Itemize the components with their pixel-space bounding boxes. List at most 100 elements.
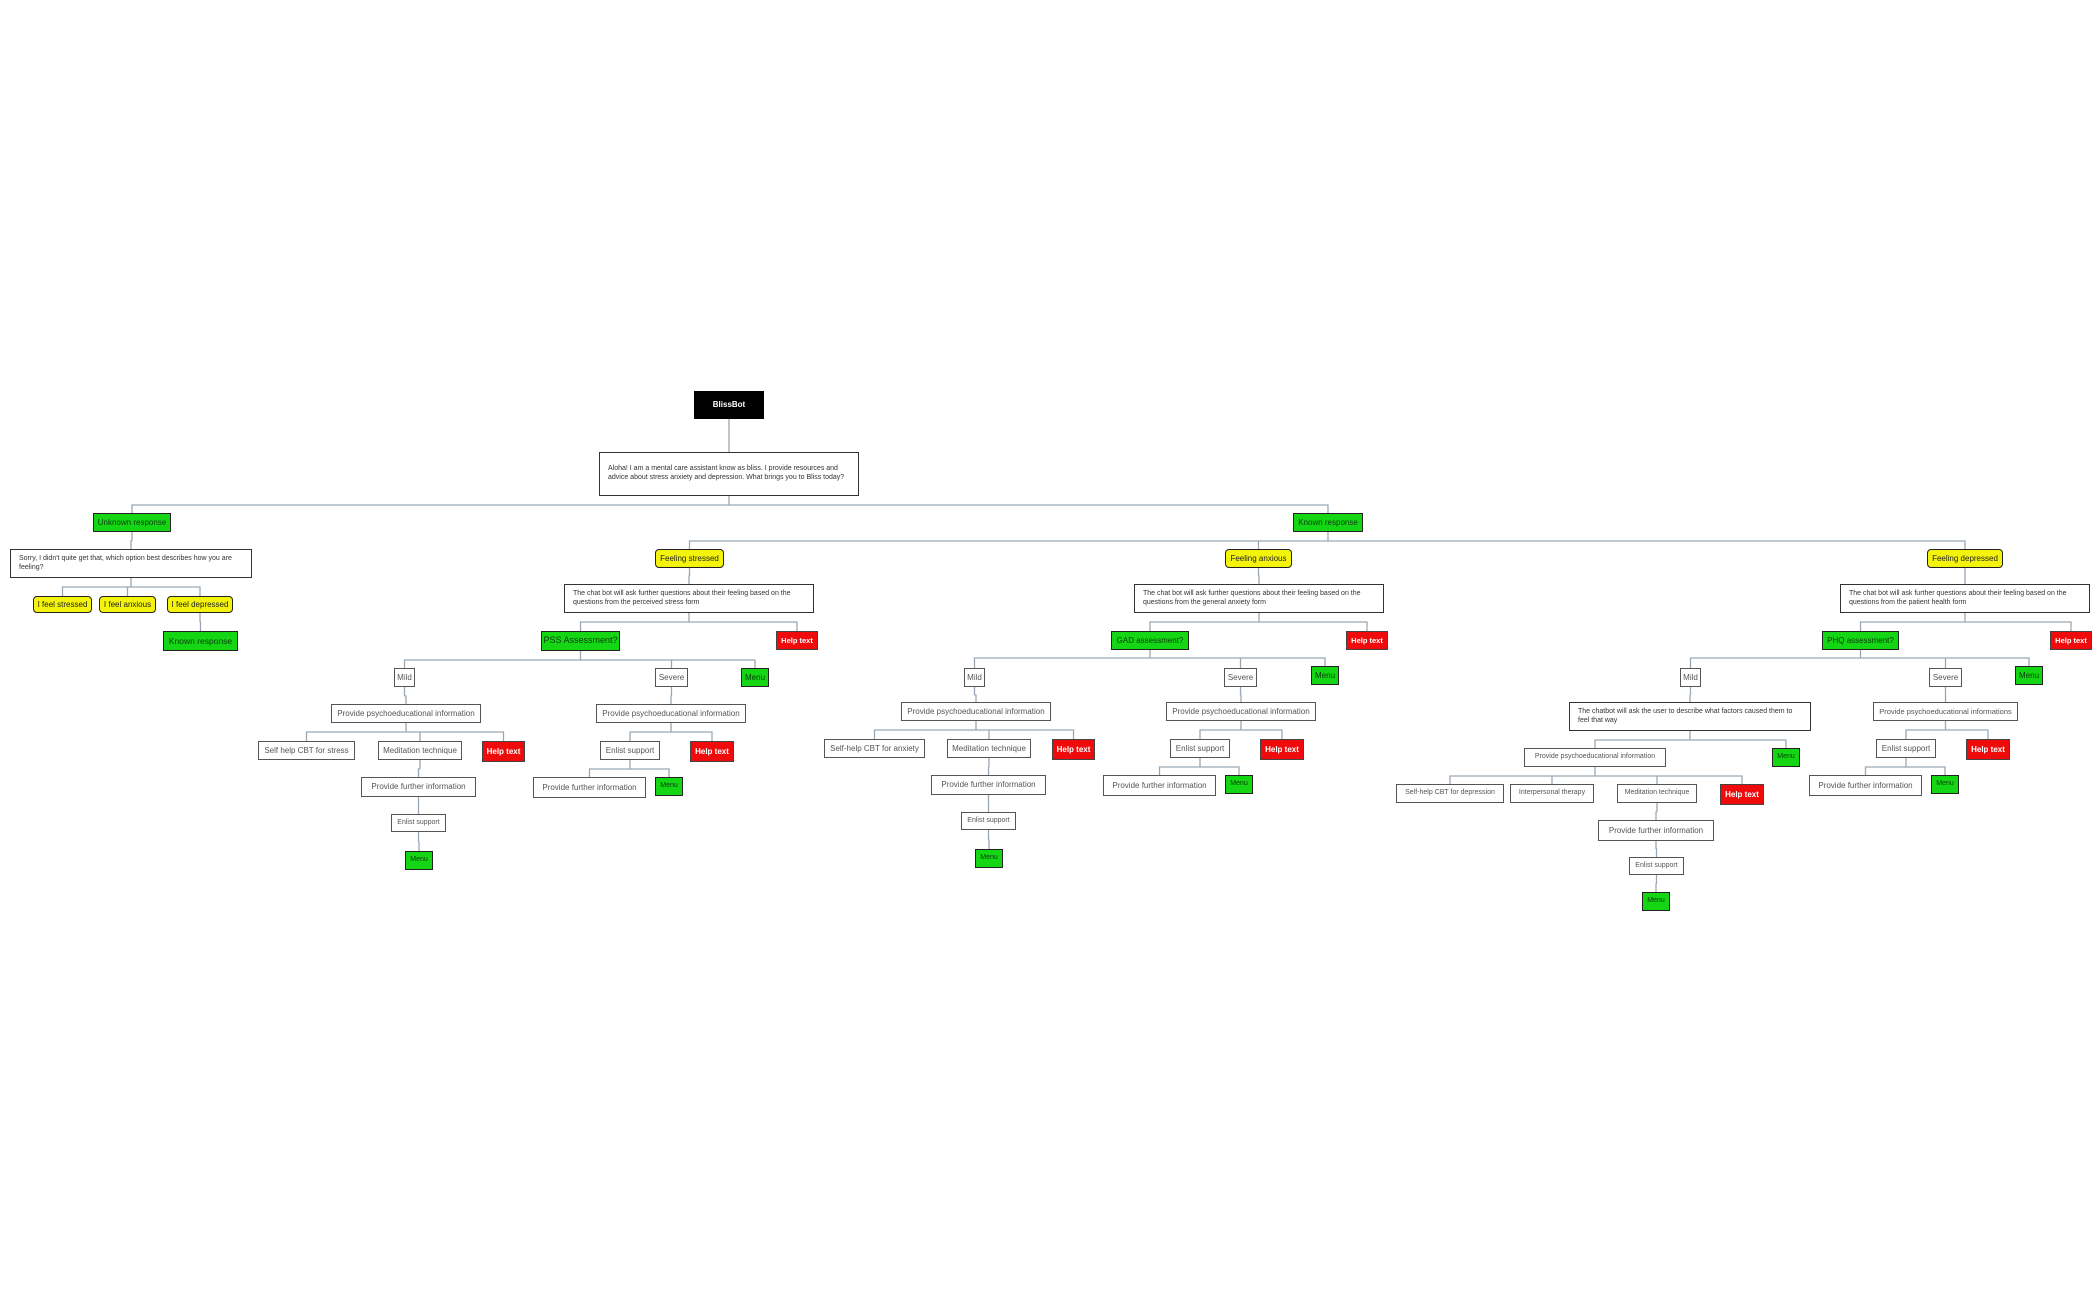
connector — [1239, 687, 1242, 702]
root-node: BlissBot — [694, 391, 764, 419]
stress-menu-button: Menu — [741, 668, 769, 687]
stress-meditation: Meditation technique — [378, 741, 462, 760]
stress-severe-psychoeducation: Provide psychoeducational information — [596, 704, 746, 723]
anxiety-cbt: Self-help CBT for anxiety — [824, 739, 925, 758]
anxiety-label: Feeling anxious — [1225, 549, 1292, 568]
stress-severe-menu: Menu — [655, 777, 683, 796]
depression-interpersonal-therapy: Interpersonal therapy — [1510, 784, 1594, 803]
option-depressed: I feel depressed — [167, 596, 233, 613]
connector — [403, 651, 756, 668]
stress-label: Feeling stressed — [655, 549, 724, 568]
known-response-node: Known response — [1293, 513, 1363, 532]
unknown-response-node: Unknown response — [93, 513, 171, 532]
depression-meditation: Meditation technique — [1617, 784, 1697, 803]
anxiety-severe-further-info: Provide further information — [1103, 775, 1216, 796]
stress-mild: Mild — [394, 668, 415, 687]
connector — [688, 568, 691, 584]
depression-enlist-support: Enlist support — [1629, 857, 1684, 875]
connector — [1905, 721, 1989, 739]
connector — [61, 578, 201, 596]
connector — [1655, 841, 1658, 857]
connector — [973, 650, 1326, 668]
anxiety-mild: Mild — [964, 668, 985, 687]
option-anxious: I feel anxious — [99, 596, 156, 613]
depression-label: Feeling depressed — [1927, 549, 2003, 568]
anxiety-menu-end: Menu — [975, 849, 1003, 868]
anxiety-severe-psychoeducation: Provide psychoeducational information — [1166, 702, 1316, 721]
connector — [199, 613, 202, 631]
anxiety-description: The chat bot will ask further questions … — [1134, 584, 1384, 613]
connector — [130, 532, 133, 549]
intro-message: Aloha! I am a mental care assistant know… — [599, 452, 859, 496]
connector — [403, 687, 407, 704]
connector — [973, 687, 977, 702]
anxiety-enlist-support: Enlist support — [961, 812, 1016, 830]
connector — [873, 721, 1075, 739]
depression-factors-question: The chatbot will ask the user to describ… — [1569, 702, 1811, 731]
connector — [131, 496, 1329, 513]
depression-severe-psychoeducation: Provide psychoeducational informations — [1873, 702, 2018, 721]
connector — [1449, 767, 1743, 784]
connector — [1199, 721, 1283, 739]
anxiety-severe: Severe — [1224, 668, 1257, 687]
depression-cbt: Self-help CBT for depression — [1396, 784, 1504, 803]
anxiety-further-info: Provide further information — [931, 775, 1046, 795]
stress-severe-help-text: Help text — [690, 741, 734, 762]
stress-help-text: Help text — [776, 631, 818, 650]
anxiety-mild-psychoeducation: Provide psychoeducational information — [901, 702, 1051, 721]
connector — [987, 758, 990, 775]
depression-further-info: Provide further information — [1598, 820, 1714, 841]
connector — [629, 723, 713, 741]
depression-severe-further-info: Provide further information — [1809, 775, 1922, 796]
connector — [1859, 613, 2072, 631]
depression-severe-enlist: Enlist support — [1876, 739, 1936, 758]
connector — [588, 760, 670, 777]
depression-menu-button: Menu — [2015, 666, 2043, 685]
connector — [1689, 687, 1692, 702]
depression-mild-help-text: Help text — [1720, 784, 1764, 805]
depression-mild: Mild — [1680, 668, 1701, 687]
anxiety-menu-button: Menu — [1311, 666, 1339, 685]
connector — [1257, 568, 1260, 584]
anxiety-help-text: Help text — [1346, 631, 1388, 650]
depression-mild-menu: Menu — [1772, 748, 1800, 767]
depression-severe-menu: Menu — [1931, 775, 1959, 794]
stress-severe: Severe — [655, 668, 688, 687]
stress-menu-end: Menu — [405, 851, 433, 870]
connector — [1689, 650, 2030, 668]
connector — [305, 723, 505, 741]
stress-further-info: Provide further information — [361, 777, 476, 797]
connector — [1655, 875, 1658, 892]
connector — [1594, 731, 1787, 748]
connector — [670, 687, 673, 704]
depression-severe-help-text: Help text — [1966, 739, 2010, 760]
option-stressed: I feel stressed — [33, 596, 92, 613]
anxiety-severe-help-text: Help text — [1260, 739, 1304, 760]
connector — [1158, 758, 1240, 775]
anxiety-meditation: Meditation technique — [947, 739, 1031, 758]
stress-severe-further-info: Provide further information — [533, 777, 646, 798]
stress-assessment: PSS Assessment? — [541, 631, 620, 651]
connector — [1655, 803, 1658, 820]
stress-severe-enlist: Enlist support — [600, 741, 660, 760]
stress-enlist-support: Enlist support — [391, 814, 446, 832]
depression-menu-end: Menu — [1642, 892, 1670, 911]
anxiety-assessment: GAD assessment? — [1111, 631, 1189, 650]
connector — [987, 830, 990, 849]
unknown-known-response: Known response — [163, 631, 238, 651]
depression-mild-psychoeducation: Provide psychoeducational information — [1524, 748, 1666, 767]
depression-severe: Severe — [1929, 668, 1962, 687]
depression-help-text: Help text — [2050, 631, 2092, 650]
connector — [579, 613, 798, 631]
connector — [1149, 613, 1368, 631]
anxiety-severe-menu: Menu — [1225, 775, 1253, 794]
depression-assessment: PHQ assessment? — [1822, 631, 1899, 650]
anxiety-severe-enlist: Enlist support — [1170, 739, 1230, 758]
depression-description: The chat bot will ask further questions … — [1840, 584, 2090, 613]
connector — [417, 760, 421, 777]
stress-mild-help-text: Help text — [482, 741, 525, 762]
unknown-sorry-message: Sorry, I didn't quite get that, which op… — [10, 549, 252, 578]
connector — [688, 532, 1966, 549]
stress-mild-psychoeducation: Provide psychoeducational information — [331, 704, 481, 723]
stress-description: The chat bot will ask further questions … — [564, 584, 814, 613]
